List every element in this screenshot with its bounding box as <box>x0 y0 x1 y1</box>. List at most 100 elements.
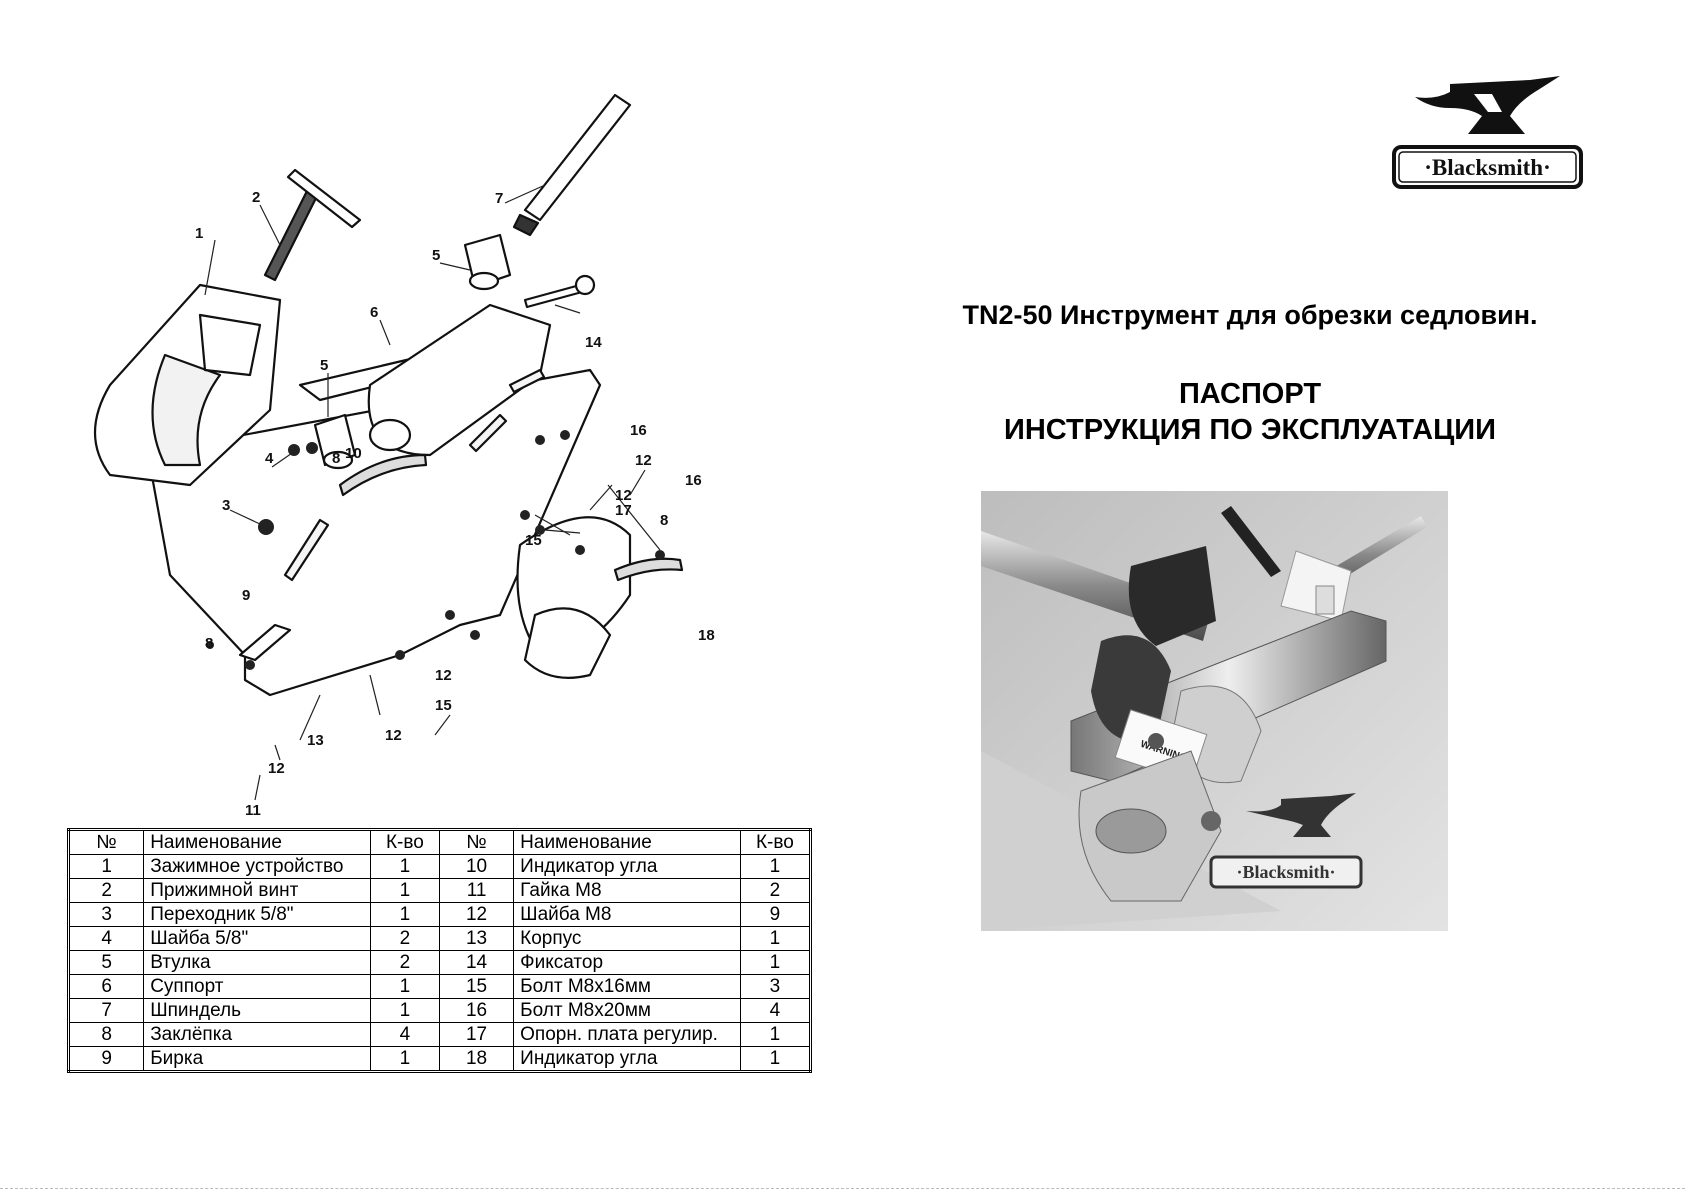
cell: Индикатор угла <box>513 854 741 879</box>
cell: 9 <box>739 902 812 927</box>
cell: 1 <box>739 1022 812 1047</box>
callout-12b: 12 <box>635 452 652 469</box>
page-subtitle: ПАСПОРТ ИНСТРУКЦИЯ ПО ЭКСПЛУАТАЦИИ <box>850 376 1650 448</box>
cell: 1 <box>369 998 440 1023</box>
product-photo: WARNING! ·Blacksmith· <box>981 491 1448 931</box>
cell: 4 <box>369 1022 440 1047</box>
exploded-view-diagram: 1 2 3 4 5 5 6 7 8 8 8 9 10 11 12 12 12 1… <box>94 93 715 815</box>
subtitle-line-2: ИНСТРУКЦИЯ ПО ЭКСПЛУАТАЦИИ <box>1004 414 1496 446</box>
callout-15b: 15 <box>435 697 452 714</box>
spindle <box>523 93 632 222</box>
table-row: 2 Прижимной винт 1 11 Гайка М8 2 <box>67 878 812 903</box>
table-row: 8 Заклёпка 4 17 Опорн. плата регулир. 1 <box>67 1022 812 1047</box>
cell: 1 <box>739 926 812 951</box>
callout-15a: 15 <box>525 532 542 549</box>
photo-logo: ·Blacksmith· <box>1209 793 1363 889</box>
cell: Суппорт <box>143 974 371 999</box>
cell: 6 <box>67 974 145 999</box>
cell: 2 <box>67 878 145 903</box>
cell: Шпиндель <box>143 998 371 1023</box>
cell: Корпус <box>513 926 741 951</box>
blacksmith-logo: ·Blacksmith· <box>1392 76 1583 189</box>
bottom-rule <box>0 1188 1685 1190</box>
parts-table-header: № Наименование К-во № Наименование К-во <box>67 829 812 855</box>
header-num-left: № <box>67 829 145 855</box>
cell: Болт М8х20мм <box>513 998 741 1023</box>
callout-14: 14 <box>585 334 602 351</box>
table-row: 9 Бирка 1 18 Индикатор угла 1 <box>67 1046 812 1072</box>
cell: 1 <box>369 974 440 999</box>
callout-12e: 12 <box>268 760 285 777</box>
cell: 10 <box>438 854 515 879</box>
cell: 3 <box>739 974 812 999</box>
cell: 5 <box>67 950 145 975</box>
callout-8b: 8 <box>660 512 668 529</box>
cell: Индикатор угла <box>513 1046 741 1072</box>
cell: 15 <box>438 974 515 999</box>
cell: 2 <box>369 950 440 975</box>
cell: 18 <box>438 1046 515 1072</box>
callout-2: 2 <box>252 189 260 206</box>
callout-11: 11 <box>245 802 261 815</box>
cell: Фиксатор <box>513 950 741 975</box>
callout-16b: 16 <box>685 472 702 489</box>
cell: 4 <box>67 926 145 951</box>
cell: 1 <box>369 854 440 879</box>
table-row: 6 Суппорт 1 15 Болт М8х16мм 3 <box>67 974 812 999</box>
cell: 3 <box>67 902 145 927</box>
cell: Прижимной винт <box>143 878 371 903</box>
callout-12a: 12 <box>615 487 632 504</box>
subtitle-line-1: ПАСПОРТ <box>1178 378 1322 410</box>
cell: Бирка <box>143 1046 371 1072</box>
cell: 8 <box>67 1022 145 1047</box>
logo-text: ·Blacksmith· <box>1424 155 1551 180</box>
table-row: 1 Зажимное устройство 1 10 Индикатор угл… <box>67 854 812 879</box>
table-row: 3 Переходник 5/8" 1 12 Шайба М8 9 <box>67 902 812 927</box>
cell: 1 <box>369 1046 440 1072</box>
callout-17: 17 <box>615 502 632 519</box>
callout-5b: 5 <box>432 247 440 264</box>
header-name-right: Наименование <box>513 829 741 855</box>
cell: 13 <box>438 926 515 951</box>
cell: 2 <box>369 926 440 951</box>
header-qty-right: К-во <box>739 829 812 855</box>
header-num-right: № <box>438 829 515 855</box>
cell: Опорн. плата регулир. <box>513 1022 741 1047</box>
header-name-left: Наименование <box>143 829 371 855</box>
callout-9: 9 <box>242 587 250 604</box>
callout-4: 4 <box>265 450 274 467</box>
cell: Заклёпка <box>143 1022 371 1047</box>
callout-16a: 16 <box>630 422 647 439</box>
callout-1: 1 <box>195 225 203 242</box>
cell: 16 <box>438 998 515 1023</box>
cell: 1 <box>739 854 812 879</box>
callout-18: 18 <box>698 627 715 644</box>
cell: Зажимное устройство <box>143 854 371 879</box>
callout-5: 5 <box>320 357 328 374</box>
cell: 11 <box>438 878 515 903</box>
table-row: 7 Шпиндель 1 16 Болт М8х20мм 4 <box>67 998 812 1023</box>
callout-12c: 12 <box>435 667 452 684</box>
cell: Болт М8х16мм <box>513 974 741 999</box>
cell: Гайка М8 <box>513 878 741 903</box>
cell: 12 <box>438 902 515 927</box>
table-row: 4 Шайба 5/8" 2 13 Корпус 1 <box>67 926 812 951</box>
callout-7: 7 <box>495 190 503 207</box>
page-title: TN2-50 Инструмент для обрезки седловин. <box>962 300 1538 330</box>
cell: 1 <box>67 854 145 879</box>
cell: 17 <box>438 1022 515 1047</box>
callout-12d: 12 <box>385 727 402 744</box>
cell: 4 <box>739 998 812 1023</box>
table-row: 5 Втулка 2 14 Фиксатор 1 <box>67 950 812 975</box>
cell: 7 <box>67 998 145 1023</box>
cell: 9 <box>67 1046 145 1072</box>
cell: Шайба 5/8" <box>143 926 371 951</box>
photo-logo-text: ·Blacksmith· <box>1236 862 1335 882</box>
callout-3: 3 <box>222 497 230 514</box>
cell: 1 <box>739 950 812 975</box>
callout-8a: 8 <box>332 450 340 467</box>
callout-13: 13 <box>307 732 324 749</box>
header-qty-left: К-во <box>369 829 440 855</box>
cell: Втулка <box>143 950 371 975</box>
cell: 2 <box>739 878 812 903</box>
